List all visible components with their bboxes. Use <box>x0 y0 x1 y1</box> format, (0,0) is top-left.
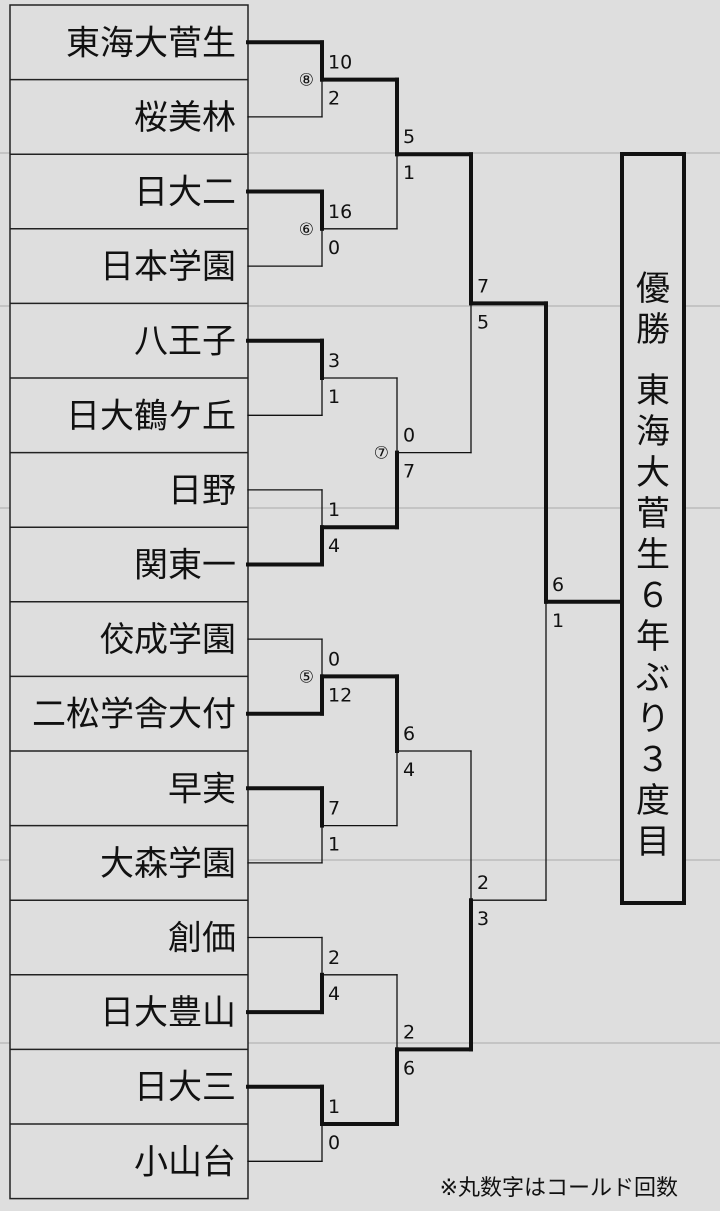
team-name: 日大三 <box>134 1068 236 1108</box>
bracket-lines <box>246 40 622 1162</box>
team-name: 東海大菅生 <box>66 23 236 63</box>
champion-label-char: 優 <box>636 269 670 309</box>
score-top: 6 <box>552 574 564 596</box>
score-bottom: 1 <box>403 162 415 184</box>
team-name: 日大鶴ケ丘 <box>66 396 236 436</box>
score-top: 6 <box>403 723 415 745</box>
score-bottom: 5 <box>477 311 489 333</box>
team-name: 早実 <box>168 769 236 809</box>
team-name: 関東一 <box>134 546 236 586</box>
champion-label: 優勝 <box>636 269 670 350</box>
score-bottom: 7 <box>403 461 415 483</box>
team-name: 創価 <box>168 919 236 959</box>
team-list: 東海大菅生桜美林日大二日本学園八王子日大鶴ケ丘日野関東一佼成学園二松学舎大付早実… <box>9 4 249 1200</box>
score-top: 2 <box>477 872 489 894</box>
champion-text-char: 大 <box>636 453 670 493</box>
champion-text-char: 東 <box>636 371 670 411</box>
champion-text-char: 菅 <box>636 494 670 534</box>
champion-text-char: り <box>636 699 670 739</box>
score-top: 5 <box>403 126 415 148</box>
champion-text-char: ３ <box>636 740 670 780</box>
called-game-marker: ⑦ <box>374 444 389 464</box>
score-bottom: 4 <box>403 759 415 781</box>
champion-text-char: 度 <box>636 781 670 821</box>
score-top: 7 <box>477 275 489 297</box>
team-name: 日野 <box>168 471 236 511</box>
champion-text-char: ぶ <box>636 658 670 698</box>
score-bottom: 6 <box>403 1057 415 1079</box>
score-bottom: 2 <box>328 88 340 110</box>
score-bottom: 3 <box>477 908 489 930</box>
score-top: 0 <box>403 425 415 447</box>
team-name: 日大豊山 <box>100 993 236 1033</box>
score-top: 16 <box>328 201 352 223</box>
champion-frame <box>620 152 686 905</box>
team-name: 桜美林 <box>134 98 236 138</box>
score-bottom: 1 <box>328 386 340 408</box>
score-top: 7 <box>328 798 340 820</box>
team-name: 八王子 <box>134 322 236 362</box>
called-game-marker: ⑥ <box>299 220 314 240</box>
score-bottom: 4 <box>328 983 340 1005</box>
score-top: 1 <box>328 1096 340 1118</box>
champion-text-char: 目 <box>636 822 670 862</box>
champion-label-char: 勝 <box>636 310 670 350</box>
team-name: 小山台 <box>134 1142 236 1182</box>
champion-text-char: ６ <box>636 576 670 616</box>
champion-text-char: 生 <box>636 535 670 575</box>
score-bottom: 0 <box>328 1132 340 1154</box>
score-top: 0 <box>328 648 340 670</box>
score-bottom: 12 <box>328 684 352 706</box>
score-bottom: 4 <box>328 535 340 557</box>
team-name: 大森学園 <box>100 844 236 884</box>
called-game-marker: ⑤ <box>299 667 314 687</box>
score-top: 2 <box>403 1021 415 1043</box>
champion-text-char: 年 <box>636 617 670 657</box>
score-bottom: 0 <box>328 237 340 259</box>
score-top: 3 <box>328 350 340 372</box>
score-top: 1 <box>328 499 340 521</box>
team-name: 二松学舎大付 <box>32 695 236 735</box>
score-top: 2 <box>328 947 340 969</box>
score-bottom: 1 <box>328 834 340 856</box>
team-name: 日大二 <box>134 173 236 213</box>
called-game-marker: ⑧ <box>299 71 314 91</box>
score-bottom: 1 <box>552 610 564 632</box>
cold-game-note: ※丸数字はコールド回数 <box>440 1176 678 1201</box>
champion-text-char: 海 <box>636 412 670 452</box>
team-name: 日本学園 <box>100 247 236 287</box>
team-name: 佼成学園 <box>100 620 236 660</box>
score-top: 10 <box>328 52 352 74</box>
